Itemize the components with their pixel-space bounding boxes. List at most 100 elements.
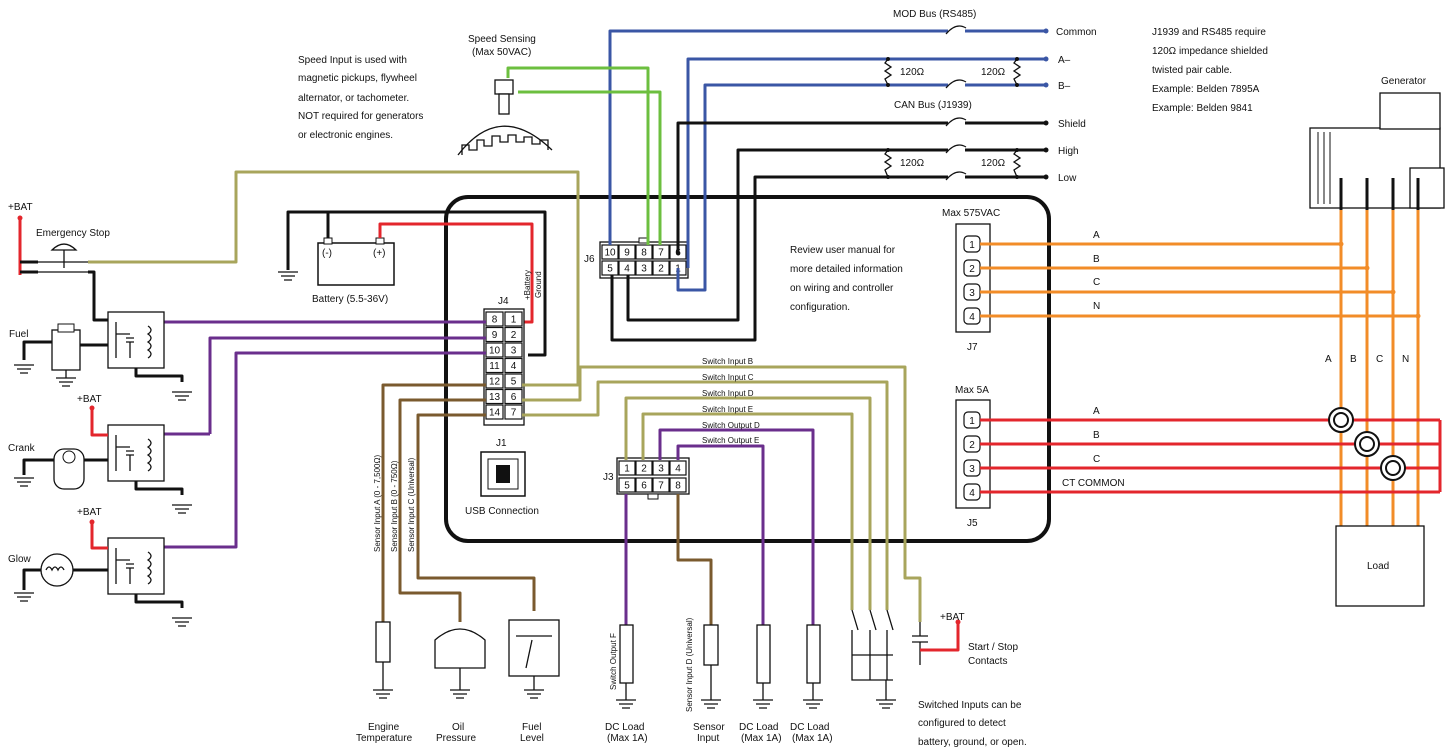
j3-pin-label: 3 [658,464,664,475]
j4-pin-label: 13 [489,392,501,403]
speed-input-note: Speed Input is used with magnetic pickup… [298,55,423,141]
svg-text:120Ω impedance shielded: 120Ω impedance shielded [1152,46,1268,57]
generator-label: Generator [1381,76,1427,87]
max-a-label: Max 5A [955,385,989,396]
svg-text:(Max 1A): (Max 1A) [607,733,648,744]
bat-label-1: +BAT [8,202,33,213]
start-stop-2: Contacts [968,656,1007,667]
mod-bus-label: MOD Bus (RS485) [893,9,976,20]
switched-note: Switched Inputs can be configured to det… [918,700,1027,748]
svg-text:N: N [1093,301,1100,312]
speed-sensor-icon [457,79,553,156]
fuel-solenoid-icon [22,323,108,371]
svg-text:Review user manual for: Review user manual for [790,245,896,256]
j3-pin-label: 8 [675,481,681,492]
glow-relay [107,537,184,608]
load-label: Load [1367,561,1389,572]
resistor-label: 120Ω [981,158,1006,169]
svg-text:B: B [1093,254,1100,265]
svg-text:DC Load: DC Load [605,722,644,733]
j6-pin-label: 2 [658,264,664,275]
start-stop-contacts-icon [912,619,961,665]
j3-pin-label: 6 [641,481,647,492]
svg-text:Sensor Input A (0 - 7,500Ω): Sensor Input A (0 - 7,500Ω) [373,455,382,552]
j4-pin-label: 2 [511,330,517,341]
svg-text:Switch Output E: Switch Output E [702,436,759,445]
svg-text:magnetic pickups, flywheel: magnetic pickups, flywheel [298,73,417,84]
j4-pin-label: 3 [511,346,517,357]
j6-label: J6 [584,254,595,265]
svg-text:Fuel: Fuel [522,722,541,733]
svg-text:(Max 1A): (Max 1A) [792,733,833,744]
svg-text:Temperature: Temperature [356,733,413,744]
svg-text:Input: Input [697,733,719,744]
battery-pos: (+) [373,248,386,259]
svg-text:alternator, or tachometer.: alternator, or tachometer. [298,93,409,104]
j3-pin-label: 7 [658,481,664,492]
speed-sensing-2: (Max 50VAC) [472,47,531,58]
bottom-labels-left: Engine Temperature Oil Pressure Fuel Lev… [356,722,544,744]
fuel-label: Fuel [9,329,28,340]
start-stop-1: Start / Stop [968,642,1018,653]
phase-labels: A B C N A B C N A B C CT COMMON [1062,230,1409,489]
bat-label-3: +BAT [77,507,102,518]
glow-plug-icon [22,553,108,590]
generator-icon [1309,92,1445,210]
j3-pin-label: 5 [624,481,630,492]
svg-text:N: N [1402,354,1409,365]
j4-pin-label: 5 [511,377,517,388]
j4-pin-label: 6 [511,392,517,403]
svg-text:configured to detect: configured to detect [918,718,1006,729]
pin-label: 4 [969,312,975,323]
connector-j1: J1 USB Connection [465,438,539,517]
j4-pin-label: 1 [511,315,517,326]
svg-text:Level: Level [520,733,544,744]
svg-text:Example: Belden 7895A: Example: Belden 7895A [1152,84,1260,95]
sensor-labels: Sensor Input A (0 - 7,500Ω) Sensor Input… [373,455,416,552]
controller-outline [444,195,1051,543]
emergency-stop-label: Emergency Stop [36,228,110,239]
svg-text:Speed Input is used with: Speed Input is used with [298,55,407,66]
j6-pin-label: 4 [624,264,630,275]
svg-text:A: A [1325,354,1332,365]
svg-text:Pressure: Pressure [436,733,476,744]
j4-pin-label: 12 [489,377,501,388]
svg-text:(Max 1A): (Max 1A) [741,733,782,744]
bat-label-2: +BAT [77,394,102,405]
svg-text:twisted pair cable.: twisted pair cable. [1152,65,1232,76]
switch-output-f-label: Switch Output F [609,633,618,690]
j3-label: J3 [603,472,614,483]
can-bus-label: CAN Bus (J1939) [894,100,972,111]
bus-breaks [945,25,967,181]
common-label: Common [1056,27,1097,38]
review-note: Review user manual for more detailed inf… [790,245,903,313]
high-label: High [1058,146,1079,157]
j5-label: J5 [967,518,978,529]
svg-text:A: A [1093,406,1100,417]
j4-pin-label: 14 [489,408,501,419]
svg-text:B: B [1093,430,1100,441]
svg-text:Sensor Input B (0 - 750Ω): Sensor Input B (0 - 750Ω) [390,460,399,552]
j4-pin-label: 4 [511,361,517,372]
ground-icons-left [14,364,192,627]
j6-pin-label: 5 [607,264,613,275]
fuel-level-sensor-icon [508,619,560,699]
starter-motor-icon [22,448,108,490]
j4-pin-label: 10 [489,346,501,357]
battery-label: Battery (5.5-36V) [312,294,388,305]
cable-note: J1939 and RS485 require 120Ω impedance s… [1152,27,1268,114]
svg-text:Switch Input B: Switch Input B [702,357,753,366]
pin-label: 1 [969,240,975,251]
resistor-label: 120Ω [900,67,925,78]
svg-text:B: B [1350,354,1357,365]
battery-pos-label: +Battery [523,270,532,300]
j1-label: J1 [496,438,507,449]
svg-text:on wiring and controller: on wiring and controller [790,283,894,294]
resistor-label: 120Ω [981,67,1006,78]
load-box: Load [1335,525,1425,607]
svg-text:Sensor Input C (Universal): Sensor Input C (Universal) [407,457,416,552]
